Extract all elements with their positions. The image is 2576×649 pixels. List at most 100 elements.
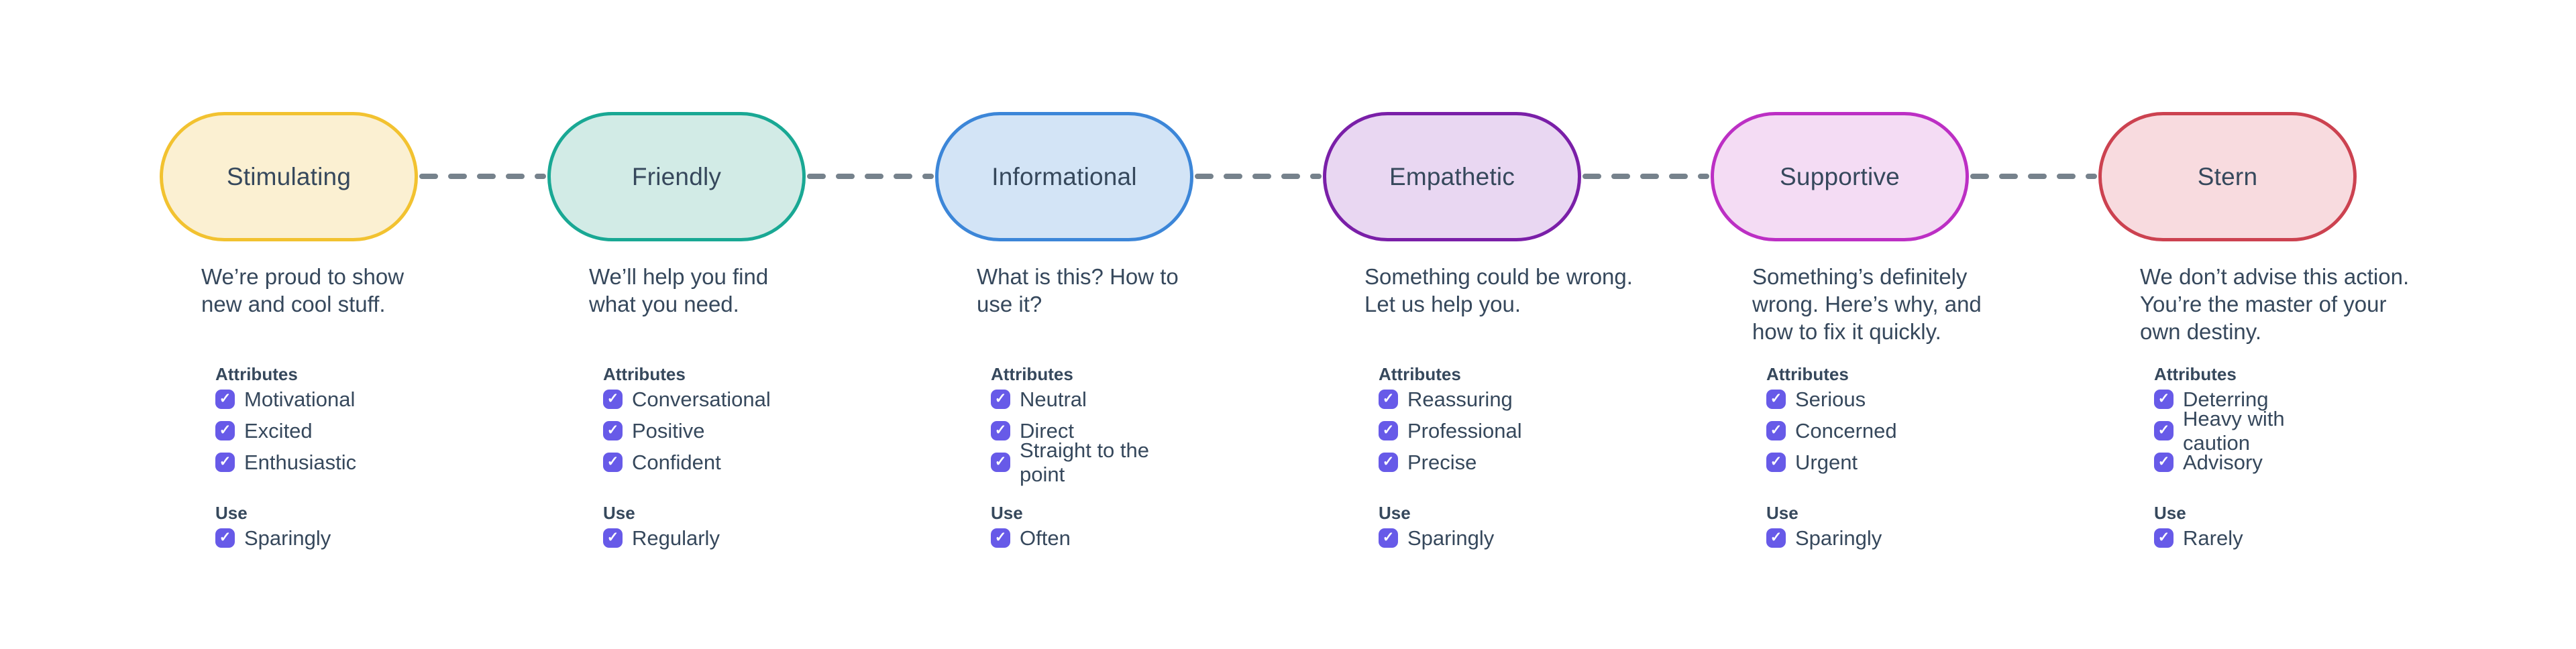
check-icon: ✓: [1382, 391, 1395, 406]
attribute-row: ✓ Direct: [991, 418, 1193, 442]
attributes-label: Attributes: [1766, 364, 1849, 384]
use-checkbox[interactable]: ✓: [215, 528, 235, 548]
attribute-checkbox[interactable]: ✓: [1379, 453, 1398, 472]
attribute-checkbox[interactable]: ✓: [1766, 453, 1786, 472]
use-row: ✓ Sparingly: [1379, 526, 1581, 550]
check-icon: ✓: [1382, 422, 1395, 438]
attribute-checkbox[interactable]: ✓: [1766, 421, 1786, 440]
tone-node: Supportive: [1711, 112, 1969, 241]
use-value-label: Rarely: [2183, 526, 2243, 550]
attribute-checkbox[interactable]: ✓: [991, 453, 1010, 472]
check-icon: ✓: [1770, 422, 1782, 438]
attribute-checkbox[interactable]: ✓: [2154, 421, 2174, 440]
attribute-checkbox[interactable]: ✓: [1766, 390, 1786, 409]
dashed-connector: [1582, 174, 1709, 179]
attribute-label: Precise: [1407, 450, 1477, 474]
dashed-connector: [419, 174, 546, 179]
attribute-checkbox[interactable]: ✓: [603, 390, 623, 409]
use-value-label: Often: [1020, 526, 1071, 550]
tone-name: Stimulating: [226, 162, 352, 190]
check-icon: ✓: [1770, 391, 1782, 406]
attribute-row: ✓ Conversational: [603, 388, 806, 411]
attribute-row: ✓ Straight to the point: [991, 438, 1193, 486]
tone-name: Empathetic: [1389, 162, 1515, 190]
tone-column-stern: Stern We don’t advise this action. You’r…: [2098, 112, 2409, 560]
attribute-checkbox[interactable]: ✓: [991, 421, 1010, 440]
attribute-row: ✓ Precise: [1379, 450, 1581, 474]
dashed-connector: [1195, 174, 1322, 179]
check-icon: ✓: [994, 454, 1007, 469]
attribute-label: Concerned: [1795, 418, 1897, 442]
check-icon: ✓: [1382, 530, 1395, 545]
use-row: ✓ Sparingly: [215, 526, 418, 550]
attribute-row: ✓ Reassuring: [1379, 387, 1581, 411]
check-icon: ✓: [994, 422, 1007, 438]
attribute-checkbox[interactable]: ✓: [2154, 390, 2174, 409]
check-icon: ✓: [1382, 454, 1395, 469]
attribute-checkbox[interactable]: ✓: [215, 390, 235, 409]
attribute-row: ✓ Serious: [1766, 388, 1969, 411]
use-label: Use: [215, 503, 248, 523]
tone-description: Something’s definitely wrong. Here’s why…: [1752, 264, 1982, 344]
check-icon: ✓: [2157, 422, 2170, 438]
check-icon: ✓: [219, 391, 231, 406]
use-row: ✓ Regularly: [603, 526, 806, 550]
attribute-label: Advisory: [2183, 450, 2263, 474]
attribute-label: Neutral: [1020, 387, 1087, 411]
use-checkbox[interactable]: ✓: [991, 528, 1010, 548]
attribute-label: Direct: [1020, 418, 1074, 442]
use-label: Use: [991, 503, 1023, 523]
attribute-row: ✓ Confident: [603, 450, 806, 474]
tone-description: We’re proud to show new and cool stuff.: [201, 264, 405, 316]
attribute-checkbox[interactable]: ✓: [991, 390, 1010, 409]
check-icon: ✓: [606, 530, 619, 545]
use-row: ✓ Often: [991, 526, 1193, 550]
tone-column-friendly: Friendly We’ll help you find what you ne…: [547, 112, 806, 560]
attribute-label: Confident: [632, 450, 721, 474]
tone-name: Supportive: [1780, 162, 1900, 190]
use-checkbox[interactable]: ✓: [603, 528, 623, 548]
tone-description: We’ll help you find what you need.: [589, 264, 769, 316]
tone-name: Informational: [991, 162, 1137, 190]
attributes-label: Attributes: [991, 364, 1073, 384]
tone-column-stimulating: Stimulating We’re proud to show new and …: [160, 112, 418, 560]
use-checkbox[interactable]: ✓: [1766, 528, 1786, 548]
tone-name: Friendly: [631, 162, 722, 190]
attribute-checkbox[interactable]: ✓: [215, 421, 235, 440]
dashed-connector: [807, 174, 934, 179]
attribute-row: ✓ Deterring: [2154, 387, 2357, 411]
check-icon: ✓: [219, 454, 231, 469]
attributes-label: Attributes: [1379, 364, 1461, 384]
attribute-checkbox[interactable]: ✓: [603, 453, 623, 472]
attribute-checkbox[interactable]: ✓: [1379, 421, 1398, 440]
attribute-checkbox[interactable]: ✓: [603, 421, 623, 440]
attribute-row: ✓ Motivational: [215, 388, 418, 411]
tone-column-supportive: Supportive Something’s definitely wrong.…: [1711, 112, 1982, 560]
tone-node: Stimulating: [160, 112, 418, 241]
attribute-checkbox[interactable]: ✓: [215, 453, 235, 472]
use-row: ✓ Rarely: [2154, 526, 2357, 550]
use-value-label: Sparingly: [1795, 526, 1882, 550]
use-value-label: Regularly: [632, 526, 720, 550]
attribute-label: Positive: [632, 418, 705, 442]
check-icon: ✓: [2157, 391, 2170, 406]
tone-node: Stern: [2098, 112, 2357, 241]
attribute-row: ✓ Professional: [1379, 418, 1581, 442]
check-icon: ✓: [219, 530, 231, 545]
use-checkbox[interactable]: ✓: [2154, 528, 2174, 548]
use-checkbox[interactable]: ✓: [1379, 528, 1398, 548]
tone-node: Empathetic: [1323, 112, 1581, 241]
check-icon: ✓: [606, 391, 619, 406]
check-icon: ✓: [2157, 530, 2170, 545]
attribute-row: ✓ Concerned: [1766, 418, 1969, 442]
attribute-label: Deterring: [2183, 387, 2269, 411]
attribute-label: Professional: [1407, 418, 1522, 442]
attribute-row: ✓ Urgent: [1766, 451, 1969, 474]
attribute-checkbox[interactable]: ✓: [2154, 453, 2174, 472]
check-icon: ✓: [219, 422, 231, 438]
attribute-label: Reassuring: [1407, 387, 1513, 411]
attributes-label: Attributes: [603, 364, 686, 384]
attribute-checkbox[interactable]: ✓: [1379, 390, 1398, 409]
attributes-label: Attributes: [215, 364, 298, 384]
attribute-label: Heavy with caution: [2183, 406, 2285, 455]
